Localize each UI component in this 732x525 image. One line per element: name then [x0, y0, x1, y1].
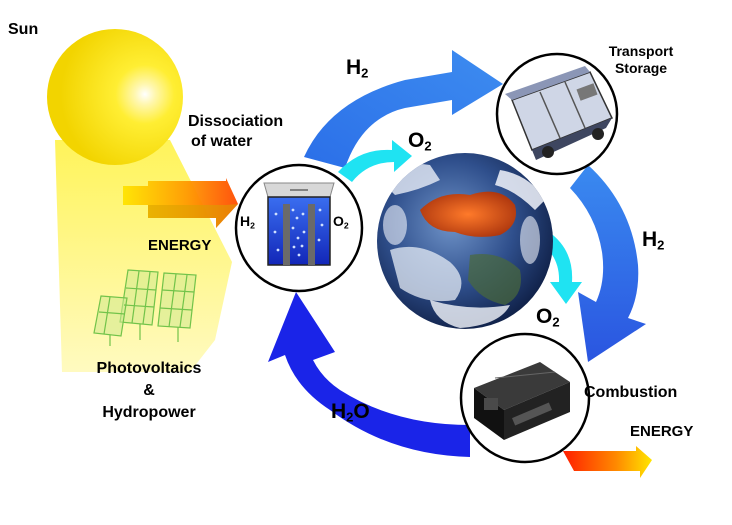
- transport-label: Transport: [608, 43, 674, 59]
- earth-icon: [377, 153, 553, 329]
- energy-label-right: ENERGY: [630, 423, 694, 440]
- photovoltaics-line-1: Photovoltaics: [96, 360, 202, 377]
- o2-label-right: O2: [536, 305, 560, 330]
- energy-label-left: ENERGY: [148, 237, 212, 254]
- combustion-engine-icon: [459, 332, 591, 464]
- dissociation-line-2: of water: [191, 133, 253, 150]
- sun-label: Sun: [8, 21, 39, 38]
- combustion-label: Combustion: [584, 384, 678, 401]
- solar-panel-icon: [93, 269, 197, 346]
- storage-label: Storage: [614, 60, 668, 76]
- h2o-label-bottom: H2O: [331, 400, 370, 425]
- dissociation-label: Dissociation of water: [188, 114, 283, 150]
- energy-arrow-icon: [123, 178, 238, 228]
- sun-icon: [47, 29, 183, 165]
- photovoltaics-line-3: Hydropower: [102, 404, 196, 421]
- h2-label-top: H2: [346, 56, 369, 81]
- photovoltaics-label: Photovoltaics & Hydropower: [82, 361, 216, 421]
- photovoltaics-line-2: &: [143, 382, 155, 399]
- sunbeam: [55, 140, 232, 372]
- h2-flow-arrow-top: [304, 50, 503, 168]
- cell-h2-label: H2: [240, 213, 255, 231]
- transport-storage-label: Transport Storage: [598, 44, 684, 75]
- storage-tanker-icon: [495, 52, 619, 176]
- o2-label-top: O2: [408, 129, 432, 154]
- energy-output-arrow-icon: [563, 446, 652, 478]
- h2-label-right: H2: [642, 228, 665, 253]
- electrolysis-cell-icon: [234, 163, 364, 293]
- cell-o2-label: O2: [333, 213, 349, 231]
- dissociation-line-1: Dissociation: [188, 113, 284, 130]
- o2-arrow-top: [338, 140, 412, 182]
- h2o-flow-arrow-bottom: [268, 292, 470, 457]
- h2-flow-arrow-right: [570, 165, 646, 362]
